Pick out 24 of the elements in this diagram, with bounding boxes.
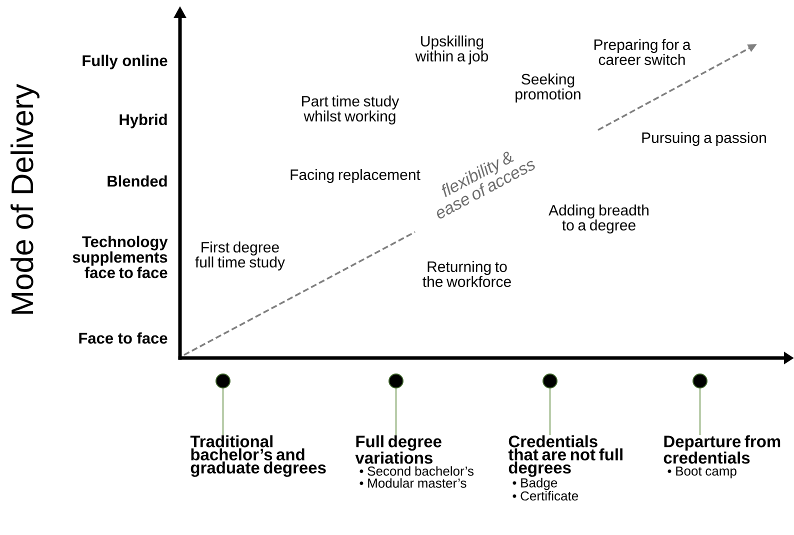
scenario-label: Facing replacement	[290, 169, 420, 183]
timeline-dot	[388, 374, 404, 388]
timeline-dot	[216, 374, 230, 388]
axis-title: Mode of Delivery	[10, 84, 40, 314]
scenario-label: First degree full time study	[195, 242, 285, 270]
timeline-dot	[542, 374, 558, 388]
axis-tick-label: Technology supplements face to face	[72, 236, 168, 278]
scenario-label: Pursuing a passion	[642, 132, 766, 146]
timeline-dot	[692, 374, 708, 388]
axis-tick-label: Fully online	[82, 54, 168, 70]
scenario-label: Part time study whilst working	[302, 96, 400, 124]
category-label: Departure from credentials • Boot camp	[664, 435, 780, 478]
scenario-label: Seeking promotion	[516, 74, 580, 102]
scenario-label: Preparing for a career switch	[594, 39, 691, 65]
axis-tick-label: Hybrid	[120, 114, 167, 128]
scenario-label: Adding breadth to a degree	[548, 204, 648, 234]
scenario-label: Upskilling within a job	[415, 36, 488, 64]
category-label: Full degree variations • Second bachelor’s • Modular master’s	[355, 435, 474, 488]
axis-tick-label: Face to face	[79, 332, 168, 344]
axis-tick-label: Blended	[108, 175, 167, 187]
leader-line	[222, 388, 224, 436]
category-label: Traditional bachelor’s and graduate degrees	[190, 435, 326, 477]
category-label: Credentials that are not full degrees • Badge • Certificate	[508, 435, 622, 501]
scenario-label: Returning to the workforce	[422, 261, 511, 287]
